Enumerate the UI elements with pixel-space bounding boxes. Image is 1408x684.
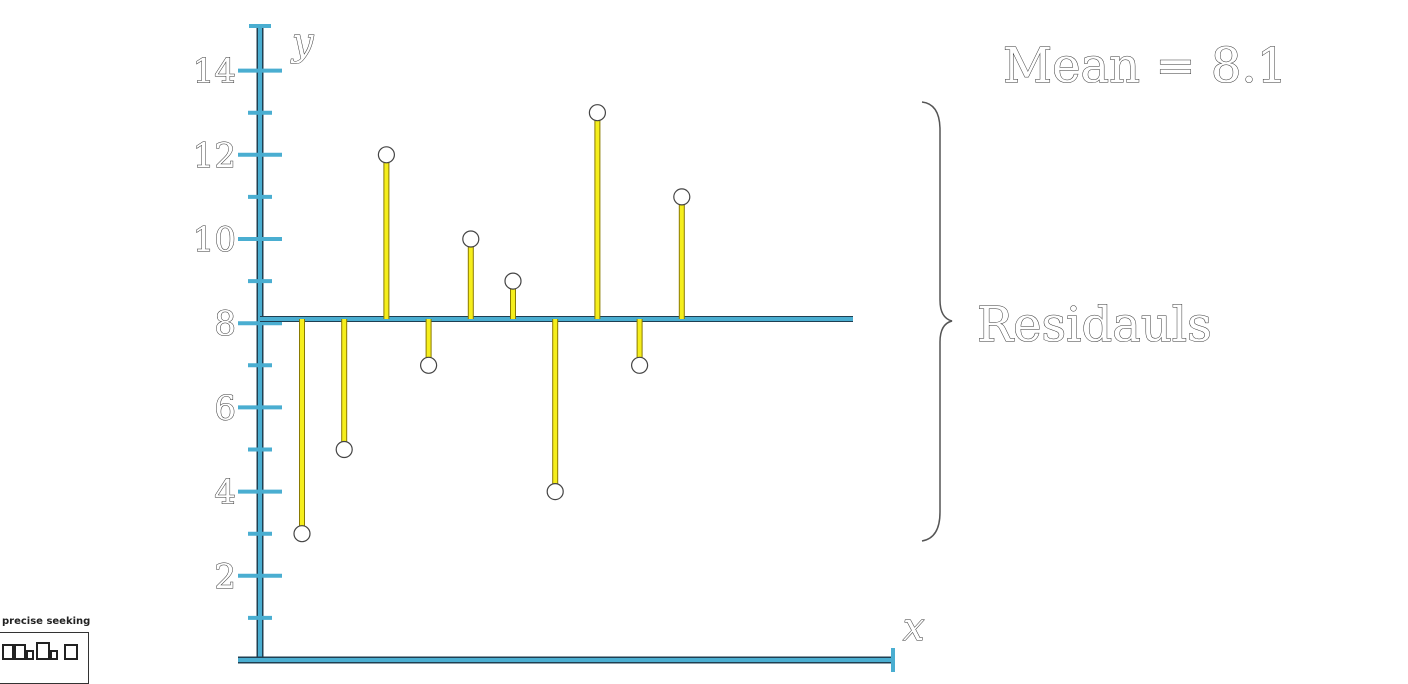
y-tick-label: 6 [214,388,236,428]
data-point [377,146,395,164]
residuals-label: Residauls [977,297,1212,353]
play-icon[interactable] [14,644,26,660]
data-point [546,483,564,501]
y-tick-label: 12 [193,136,236,176]
data-point [673,188,691,206]
frame-step-icon[interactable] [64,644,78,660]
data-point [293,525,311,543]
y-tick-label: 2 [214,557,236,597]
y-tick-label: 8 [214,304,236,344]
data-point [630,356,649,374]
x-axis-label: x [903,605,924,649]
data-point [335,440,353,459]
data-point [504,272,522,290]
data-point [420,356,438,374]
pause-icon[interactable] [26,650,34,660]
skip-back-icon[interactable] [2,644,14,660]
axes: 2 4 6 8 10 12 14 [192,24,895,672]
labels-group: y x Mean = 8.1 Residauls [290,20,1288,650]
y-tick-label: 10 [193,220,236,260]
points-group [293,104,691,543]
residuals-bracket [921,101,953,542]
data-point [462,230,480,248]
y-tick-label: 14 [193,52,236,92]
residuals-group [299,112,685,534]
stop-icon[interactable] [36,642,50,660]
y-tick-label: 4 [214,473,236,513]
playback-widget: precise seeking [0,616,92,684]
data-point [588,104,607,122]
y-axis-label: y [290,20,314,64]
widget-label: precise seeking [2,616,91,627]
skip-forward-icon[interactable] [50,650,58,660]
mean-label: Mean = 8.1 [1003,38,1287,94]
